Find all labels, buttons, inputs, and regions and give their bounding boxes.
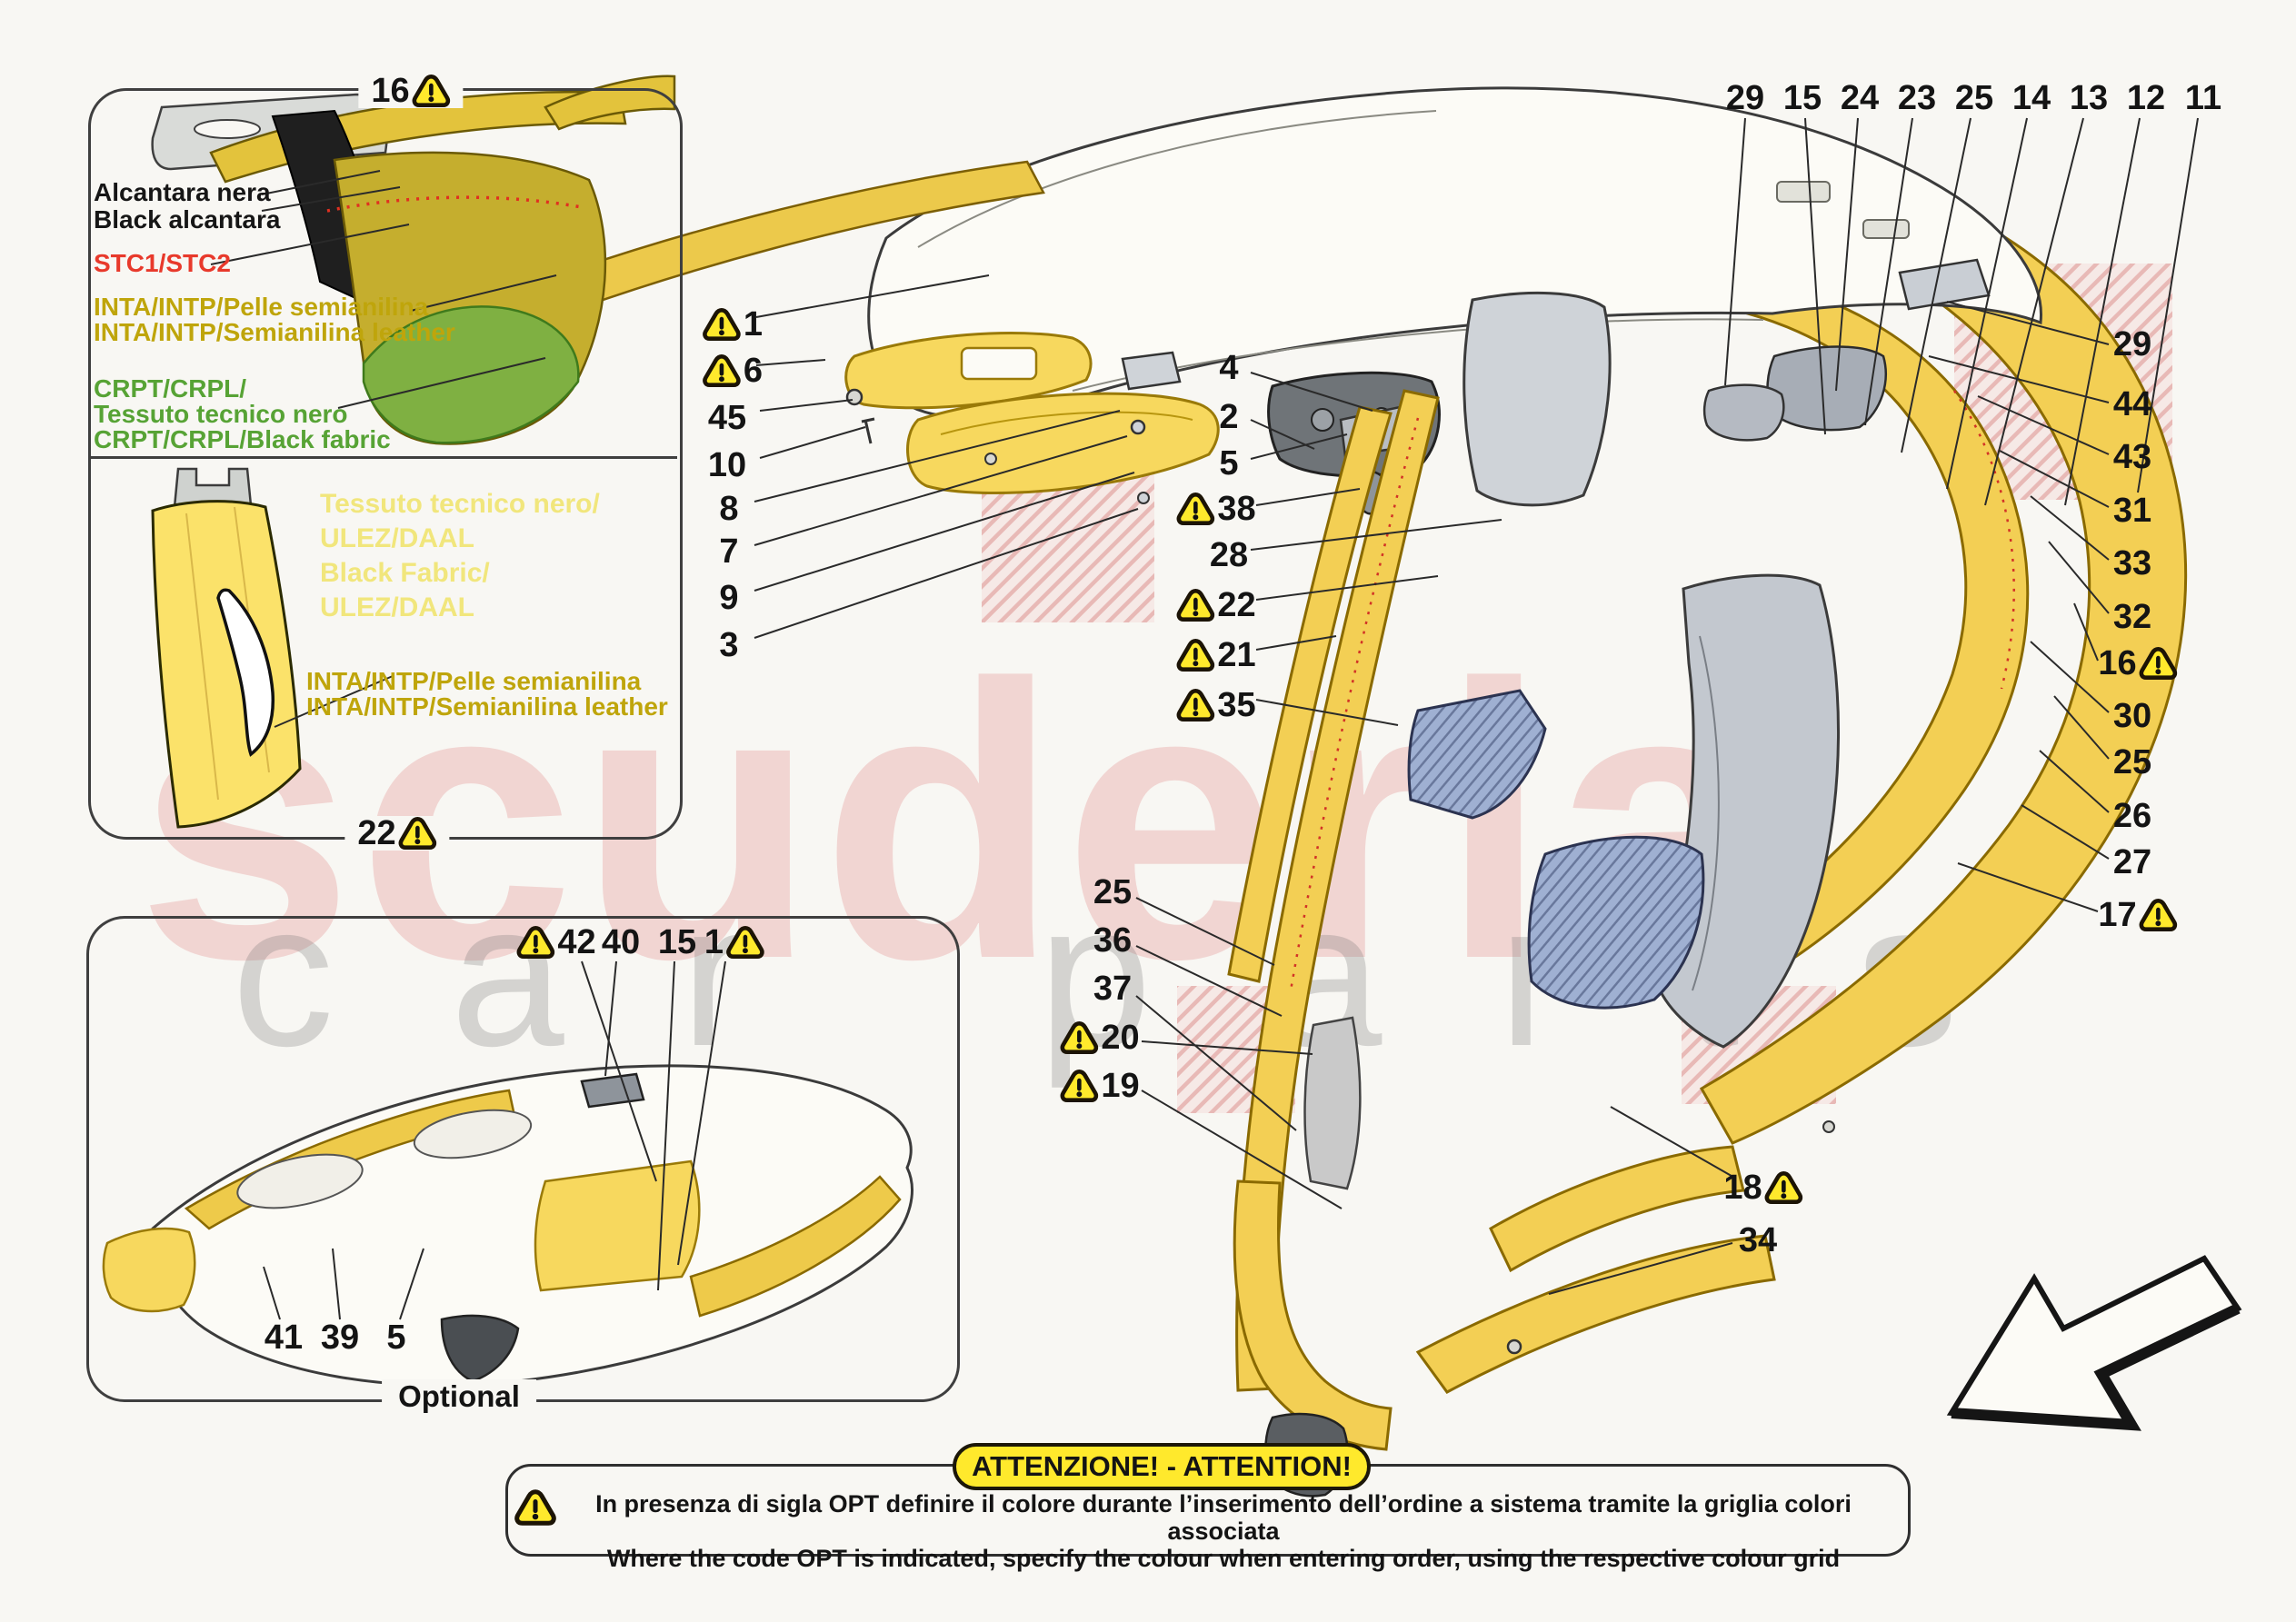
callout-13: 13 (2069, 79, 2109, 117)
warning-icon (2139, 646, 2178, 681)
callout-37: 37 (1093, 970, 1133, 1008)
callout-18: 18 (1723, 1170, 1803, 1205)
label-alcantara-en: Black alcantara (94, 205, 281, 234)
warning-icon (1176, 588, 1215, 622)
callout-16: 16 (358, 74, 464, 108)
callout-1: 1 (704, 925, 764, 960)
warning-icon (412, 74, 451, 108)
warning-icon (1060, 1020, 1099, 1055)
attention-line-it: In presenza di sigla OPT definire il col… (595, 1490, 1852, 1546)
callout-26: 26 (2112, 797, 2152, 835)
callout-24: 24 (1840, 79, 1880, 117)
callout-2: 2 (1219, 398, 1239, 436)
callout-43: 43 (2112, 438, 2152, 476)
callout-22: 22 (1176, 588, 1256, 622)
inset-divider-line (88, 456, 677, 459)
label-stc: STC1/STC2 (94, 249, 231, 277)
callout-20: 20 (1060, 1020, 1140, 1055)
callout-36: 36 (1093, 921, 1133, 960)
callout-28: 28 (1209, 536, 1249, 574)
attention-text: In presenza di sigla OPT definire il col… (562, 1490, 1885, 1573)
callout-41: 41 (264, 1318, 304, 1357)
warning-icon (1764, 1170, 1803, 1205)
callout-14: 14 (2011, 79, 2051, 117)
inset-box-optional (86, 916, 960, 1402)
callout-22: 22 (344, 816, 450, 851)
label-ulez-4: ULEZ/DAAL (320, 592, 474, 622)
warning-icon (2139, 898, 2178, 932)
callout-44: 44 (2112, 385, 2152, 423)
label-ulez-2: ULEZ/DAAL (320, 523, 474, 553)
warning-icon (1176, 492, 1215, 526)
callout-5: 5 (386, 1318, 406, 1357)
callout-7: 7 (719, 532, 739, 571)
warning-icon (703, 307, 741, 342)
direction-arrow-icon (1946, 1255, 2242, 1431)
callout-42: 42 (516, 925, 596, 960)
callout-21: 21 (1176, 638, 1256, 672)
callout-30: 30 (2112, 697, 2152, 735)
callout-4: 4 (1219, 349, 1239, 387)
callout-6: 6 (703, 353, 763, 388)
callout-9: 9 (719, 579, 739, 617)
callout-34: 34 (1738, 1221, 1778, 1259)
callout-17: 17 (2098, 898, 2178, 932)
pillar-bracket (1407, 689, 1705, 1010)
pillar-inset-art (151, 467, 302, 829)
callout-23: 23 (1897, 79, 1937, 117)
callout-5: 5 (1219, 444, 1239, 483)
callout-25: 25 (2112, 743, 2152, 781)
callout-15: 15 (657, 923, 697, 961)
callout-35: 35 (1176, 688, 1256, 722)
warning-icon (1060, 1069, 1099, 1103)
callout-19: 19 (1060, 1069, 1140, 1103)
warning-icon (703, 353, 741, 388)
label-ulez-1: Tessuto tecnico nero/ (320, 489, 600, 519)
label-ulez-3: Black Fabric/ (320, 558, 490, 588)
warning-icon (516, 925, 555, 960)
callout-45: 45 (707, 399, 747, 437)
callout-29: 29 (2112, 325, 2152, 363)
callout-39: 39 (320, 1318, 360, 1357)
callout-32: 32 (2112, 598, 2152, 636)
warning-icon (398, 816, 437, 851)
label-crpt-2: Tessuto tecnico nero (94, 400, 348, 428)
label-leader-lines (210, 170, 557, 728)
callout-1: 1 (703, 307, 763, 342)
warning-icon (1176, 638, 1215, 672)
callout-38: 38 (1176, 492, 1256, 526)
label-inta-en: INTA/INTP/Semianilina leather (94, 318, 455, 346)
callout-29: 29 (1725, 79, 1765, 117)
label-alcantara-it: Alcantara nera (94, 178, 271, 206)
warning-icon (514, 1489, 556, 1526)
attention-banner: ATTENZIONE! - ATTENTION! (953, 1443, 1371, 1490)
callout-33: 33 (2112, 544, 2152, 582)
label-inta-it: INTA/INTP/Pelle semianilina (94, 293, 429, 321)
callout-40: 40 (601, 923, 641, 961)
warning-icon (726, 925, 764, 960)
optional-label: Optional (382, 1379, 536, 1414)
callout-25: 25 (1954, 79, 1994, 117)
callout-16: 16 (2098, 646, 2178, 681)
callout-12: 12 (2126, 79, 2166, 117)
callout-10: 10 (707, 446, 747, 484)
attention-line-en: Where the code OPT is indicated, specify… (606, 1545, 1841, 1573)
warning-icon (1176, 688, 1215, 722)
callout-15: 15 (1782, 79, 1822, 117)
label-crpt-3: CRPT/CRPL/Black fabric (94, 425, 391, 453)
label-pillar-inta-it: INTA/INTP/Pelle semianilina (306, 667, 642, 695)
callout-3: 3 (719, 626, 739, 664)
callout-31: 31 (2112, 492, 2152, 530)
label-pillar-inta-en: INTA/INTP/Semianilina leather (306, 692, 668, 721)
callout-25: 25 (1093, 873, 1133, 911)
label-crpt-1: CRPT/CRPL/ (94, 374, 246, 403)
callout-27: 27 (2112, 843, 2152, 881)
callout-11: 11 (2184, 79, 2222, 117)
callout-8: 8 (719, 490, 739, 528)
